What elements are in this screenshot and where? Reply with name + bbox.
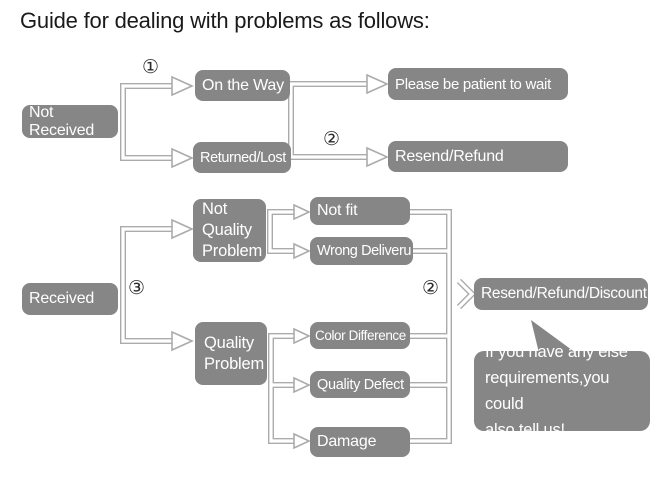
step-label-3: ③ [128, 277, 146, 299]
node-quality-defect: Quality Defect [310, 371, 410, 398]
node-resend-refund: Resend/Refund [388, 141, 568, 172]
node-damage: Damage [310, 427, 410, 457]
step-label-1: ① [142, 56, 160, 78]
node-quality-problem: Quality Problem [195, 322, 267, 385]
node-resend-refund-discount: Resend/Refund/Discount [474, 278, 648, 310]
speech-bubble-tail [531, 320, 576, 353]
node-wrong-delivery: Wrong Deliveru [310, 237, 413, 265]
node-color-difference: Color Difference [310, 322, 410, 349]
node-not-fit: Not fit [310, 197, 410, 225]
node-returned-lost: Returned/Lost [193, 142, 291, 173]
step-label-2-bottom: ② [422, 277, 440, 299]
page-title: Guide for dealing with problems as follo… [20, 8, 430, 33]
node-on-the-way: On the Way [195, 70, 290, 101]
node-please-be-patient: Please be patient to wait [388, 68, 568, 100]
node-received: Received [22, 283, 118, 315]
step-label-2-top: ② [323, 128, 341, 150]
node-not-received: Not Received [22, 104, 118, 139]
node-not-quality-problem: Not Quality Problem [193, 199, 266, 262]
arrowhead-icons [171, 73, 389, 450]
note-speech-bubble: If you have any else requirements,you co… [474, 343, 650, 439]
